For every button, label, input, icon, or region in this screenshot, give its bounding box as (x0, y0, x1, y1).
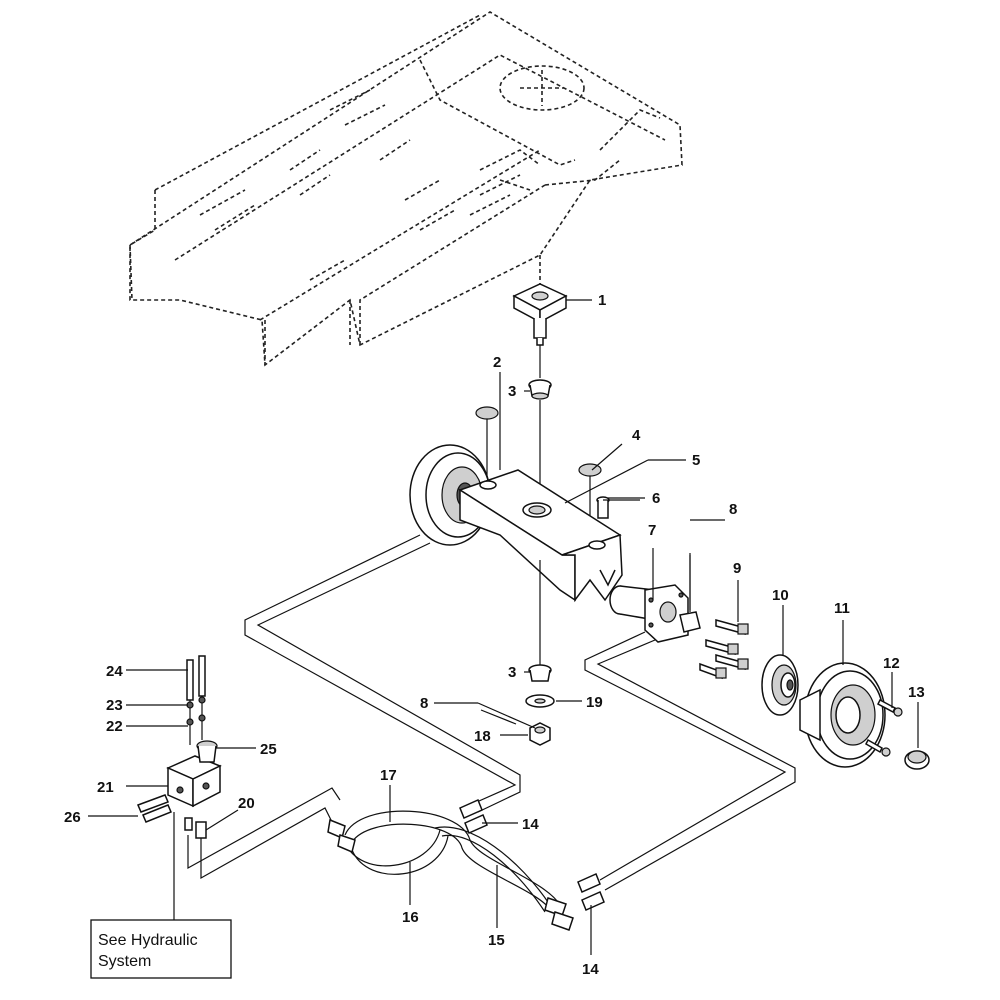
callout-26: 26 (64, 809, 81, 826)
hydraulic-lines (187, 534, 796, 931)
callout-22: 22 (106, 718, 123, 735)
callout-8-bottom: 8 (420, 695, 428, 712)
leader-lines (88, 299, 919, 955)
callout-15: 15 (488, 932, 505, 949)
callout-25: 25 (260, 741, 277, 758)
axle-beam-assembly (409, 444, 623, 603)
callout-11: 11 (834, 600, 850, 617)
callout-7: 7 (648, 522, 656, 539)
chassis-frame (129, 11, 683, 367)
callout-17: 17 (380, 767, 397, 784)
callout-3-top: 3 (508, 383, 516, 400)
callout-5: 5 (692, 452, 700, 469)
callout-8-top: 8 (729, 501, 737, 518)
callout-20: 20 (238, 795, 255, 812)
callout-14-top: 14 (522, 816, 539, 833)
pivot-bracket (512, 255, 568, 378)
wheel-hub (761, 654, 799, 716)
see-hydraulic-note: See Hydraulic System (90, 919, 232, 979)
bolts (699, 619, 749, 680)
callout-23: 23 (106, 697, 123, 714)
note-line-1: See Hydraulic (98, 932, 198, 949)
note-line-2: System (98, 953, 151, 970)
callout-10: 10 (772, 587, 789, 604)
callout-16: 16 (402, 909, 419, 926)
callout-12: 12 (883, 655, 900, 672)
valve-block-assembly (136, 655, 222, 920)
callout-14-bottom: 14 (582, 961, 599, 978)
callout-1: 1 (598, 292, 606, 309)
callout-21: 21 (97, 779, 114, 796)
wheel-bolts-and-cap (865, 698, 930, 770)
callout-2: 2 (493, 354, 501, 371)
callout-6: 6 (652, 490, 660, 507)
right-wheel (799, 662, 886, 768)
callout-9: 9 (733, 560, 741, 577)
pivot-stack-bottom (477, 560, 555, 746)
drive-motor (609, 553, 701, 643)
callout-13: 13 (908, 684, 925, 701)
callout-labels: 1 2 3 4 5 6 7 8 9 10 11 12 13 3 19 8 18 … (64, 292, 925, 978)
callout-24: 24 (106, 663, 123, 680)
callout-18: 18 (474, 728, 491, 745)
callout-19: 19 (586, 694, 603, 711)
bushing-top (528, 379, 552, 500)
callout-3-bottom: 3 (508, 664, 516, 681)
callout-4: 4 (632, 427, 641, 444)
pin (596, 496, 640, 519)
